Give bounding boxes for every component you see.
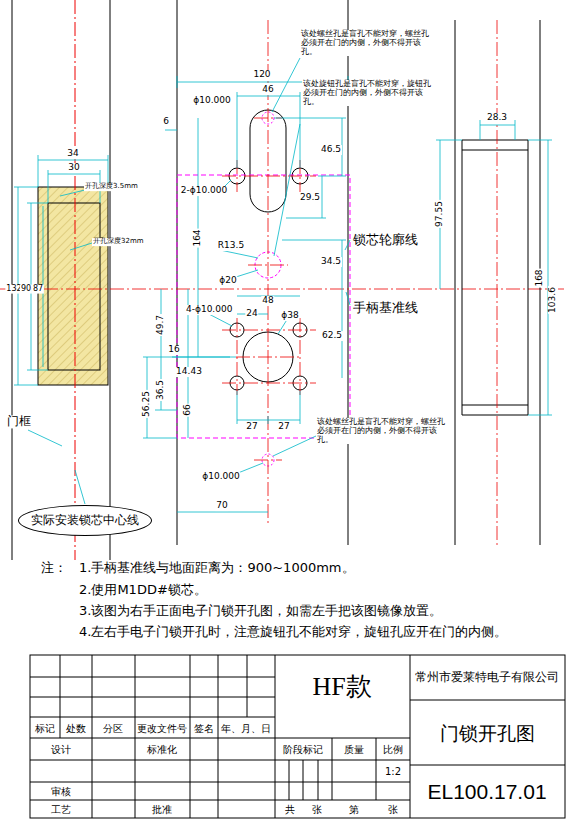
table-cell: 设计 [50,744,72,755]
dimension: 62.5 [321,331,343,341]
note-text: 2.使用M1DD#锁芯。 [78,583,208,597]
dimension: 4-ϕ10.000 [185,305,233,315]
dimension: ϕ10.000 [201,472,240,482]
dimension: 103.6 [548,286,558,314]
table-cell: 更改文件号 [136,723,188,734]
dimension: 87 [32,285,44,294]
table-cell: 张 [311,804,323,815]
note-text: 1.手柄基准线与地面距离为：900~1000mm。 [78,561,356,575]
note-heading: 注： [40,561,68,575]
model-name: HF款 [311,673,372,702]
drawing-number: EL100.17.01 [426,780,547,803]
dimension: 70 [215,501,228,511]
dimension: 2-ϕ10.000 [180,186,228,196]
table-cell: 标记 [34,723,56,734]
table-cell: 1:2 [384,766,402,777]
dimension: 66 [183,403,193,416]
dimension: 24 [245,309,258,319]
dimension: 46 [261,85,274,95]
ellipse-label: 实际安装锁芯中心线 [31,512,139,529]
dimension: 48 [261,296,274,306]
dimension: 28.3 [486,113,508,123]
dimension: 120 [252,70,271,80]
part-name: 门框 [6,415,32,428]
depth-note: 开孔深度3.5mm [84,183,139,191]
table-cell: 质量 [343,744,365,755]
dimension: 30 [67,163,80,173]
dimension: 46.5 [320,145,342,155]
note-text: 4.左右手电子门锁开孔时，注意旋钮孔不能对穿，旋钮孔应开在门的内侧。 [78,625,508,639]
dimension: 97.55 [435,200,445,228]
dimension: 16 [167,345,180,355]
callout-note: 该处螺丝孔是盲孔不能对穿，螺丝孔必须开在门的内侧，外侧不得开该孔。 [300,30,432,56]
dimension: 27 [277,422,290,432]
table-cell: 阶段标记 [282,744,324,755]
dimension: ϕ20 [218,276,237,286]
dimension: 56.25 [142,390,152,418]
drawing-title: 门锁开孔图 [439,723,536,744]
dimension: 49.7 [156,314,166,336]
dimension: 34.5 [320,257,342,267]
table-cell: 标准化 [146,744,178,755]
table-cell: 签名 [193,723,215,734]
dimension: 29.5 [299,193,321,203]
dimension: 168 [535,268,545,287]
dimension: ϕ10.000 [192,96,231,106]
table-cell: 第 [348,804,360,815]
table-cell: 比例 [382,744,404,755]
company-name: 常州市爱莱特电子有限公司 [414,671,560,684]
part-name: 手柄基准线 [352,301,419,315]
callout-ellipse: 实际安装锁芯中心线 [18,505,152,536]
dimension: 27 [245,422,258,432]
dimension: 34 [66,149,79,159]
dimension: 14.43 [175,367,203,377]
table-cell: 分区 [102,723,124,734]
depth-note: 开孔深度32mm [92,238,145,246]
dimension: ϕ38 [280,311,299,321]
table-cell: 张 [387,804,399,815]
part-name: 锁芯轮廓线 [352,233,419,247]
dimension: 164 [193,228,203,247]
table-cell: 审核 [50,786,72,797]
table-cell: 处数 [65,723,87,734]
dimension: R13.5 [217,241,245,251]
callout-note: 该处旋钮孔是盲孔不能对穿，旋钮孔必须开在门的内侧，外侧不得开该孔。 [302,80,432,106]
dimension: 36.5 [156,379,166,401]
dimension: 90 [20,285,32,294]
callout-note: 该处螺丝孔是盲孔不能对穿，螺丝孔必须开在门的内侧，外侧不得开该孔。 [316,418,448,444]
note-text: 3.该图为右手正面电子门锁开孔图，如需左手把该图镜像放置。 [78,604,443,618]
table-cell: 批准 [151,804,173,815]
table-cell: 共 [284,804,296,815]
table-cell: 工艺 [50,804,72,815]
table-cell: 年、月、日 [220,723,272,734]
dimension: 6 [162,117,170,127]
